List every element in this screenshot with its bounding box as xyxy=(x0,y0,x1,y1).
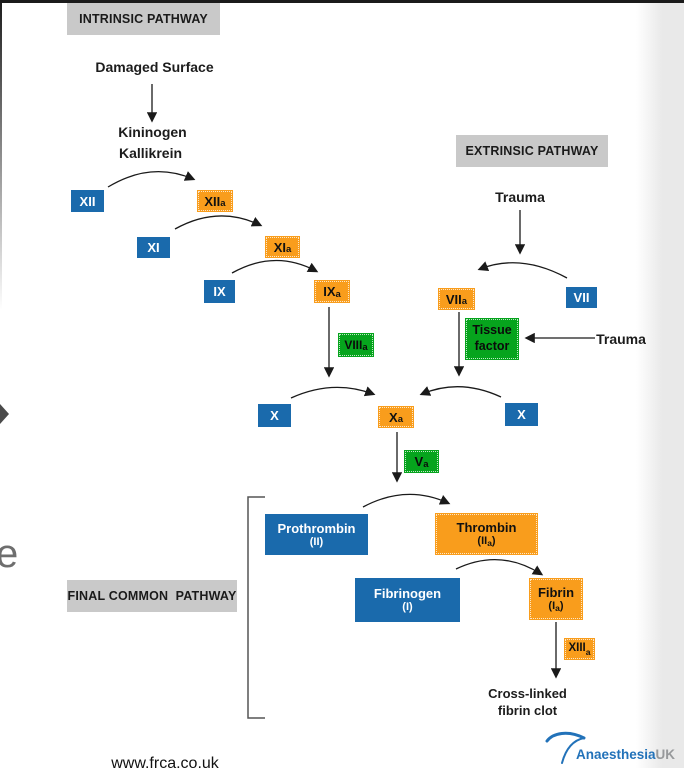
kininogen-label: Kininogen xyxy=(118,124,187,140)
numeral-open: (II xyxy=(477,535,488,547)
factor-box-ix: IX xyxy=(204,280,235,303)
numeral-subscript: a xyxy=(555,603,560,613)
factor-subscript: a xyxy=(461,296,468,308)
kallikrein-label: Kallikrein xyxy=(118,145,183,161)
factor-label: VII xyxy=(445,291,462,307)
factor-subscript: a xyxy=(397,414,403,426)
frca-site-url: www.frca.co.uk xyxy=(111,755,219,768)
factor-subscript: a xyxy=(585,646,591,657)
fibrin-name: Fibrin xyxy=(537,585,575,600)
numeral-close: ) xyxy=(559,600,564,612)
logo-suffix: UK xyxy=(655,747,676,762)
logo-brand: Anaesthesia xyxy=(576,747,656,762)
prothrombin-name: Prothrombin xyxy=(277,520,356,536)
edge-arrow-fragment-icon xyxy=(0,404,9,424)
numeral-close: ) xyxy=(491,535,496,547)
factor-subscript: a xyxy=(335,288,341,300)
factor-subscript: a xyxy=(423,458,429,470)
factor-box-xi: XI xyxy=(137,237,170,258)
prothrombin-box: Prothrombin (II) xyxy=(265,514,368,555)
arrow-x-left-to-xa xyxy=(290,386,376,399)
factor-label: V xyxy=(414,454,424,469)
arrow-ix-to-ixa xyxy=(231,259,319,274)
thrombin-numeral: (IIa) xyxy=(477,535,496,548)
factor-label: XI xyxy=(147,240,160,255)
damaged-surface-label: Damaged Surface xyxy=(95,59,214,75)
thrombin-box: Thrombin (IIa) xyxy=(435,513,538,555)
factor-subscript: a xyxy=(286,244,292,256)
factor-box-vii: VII xyxy=(566,287,597,308)
logo-swoosh-icon xyxy=(545,731,586,764)
crosslinked-line2: fibrin clot xyxy=(497,702,558,718)
numeral-open: (I xyxy=(548,600,556,612)
arrow-prothrombin-to-thrombin xyxy=(362,493,451,508)
tissue-factor-line1: Tissue xyxy=(472,323,512,338)
numeral-subscript: a xyxy=(487,538,492,548)
factor-label: X xyxy=(389,409,398,425)
final-common-pathway-header: FINAL COMMON PATHWAY xyxy=(67,580,237,612)
left-border-line xyxy=(0,0,2,310)
crosslinked-line1: Cross-linked xyxy=(488,686,567,701)
arrow-vii-to-viia xyxy=(477,261,568,279)
trauma-tissue-label: Trauma xyxy=(596,331,646,347)
prothrombin-numeral: (II) xyxy=(309,535,324,548)
factor-subscript: a xyxy=(220,198,226,210)
factor-label: XI xyxy=(273,239,286,255)
crosslinked-clot-label: Cross-linked fibrin clot xyxy=(470,686,585,720)
factor-label: IX xyxy=(213,284,226,299)
edge-letter-fragment: e xyxy=(0,532,19,576)
fibrinogen-name: Fibrinogen xyxy=(373,586,442,601)
factor-box-x-right: X xyxy=(505,403,538,426)
factor-label: IX xyxy=(323,284,336,299)
factor-label: VII xyxy=(573,290,590,305)
top-border-bar xyxy=(0,0,684,3)
fibrinogen-box: Fibrinogen (I) xyxy=(355,578,460,622)
factor-label: XII xyxy=(204,193,221,209)
fibrin-numeral: (Ia) xyxy=(548,600,564,613)
factor-box-xii: XII xyxy=(71,190,104,212)
tissue-factor-line2: factor xyxy=(474,339,510,353)
page-edge-shade xyxy=(636,0,684,768)
factor-label: X xyxy=(517,407,526,422)
anaesthesia-uk-logo: AnaesthesiaUK xyxy=(540,728,676,766)
logo-text: AnaesthesiaUK xyxy=(576,746,675,764)
factor-subscript: a xyxy=(362,342,368,354)
fibrinogen-numeral: (I) xyxy=(402,601,413,613)
trauma-extrinsic-label: Trauma xyxy=(495,189,545,205)
factor-label: XIII xyxy=(568,642,586,655)
thrombin-name: Thrombin xyxy=(456,520,517,535)
fibrin-box: Fibrin (Ia) xyxy=(529,578,583,620)
factor-label: VIII xyxy=(344,338,363,352)
final-common-pathway-bracket xyxy=(247,496,265,719)
arrow-x-right-to-xa xyxy=(419,386,502,398)
tissue-factor-box: Tissue factor xyxy=(465,318,519,360)
factor-label: X xyxy=(270,408,279,423)
arrow-fibrinogen-to-fibrin xyxy=(455,559,544,576)
arrow-kallikrein-to-xiia xyxy=(107,170,196,188)
arrow-xi-to-xia xyxy=(174,215,263,230)
factor-label: XII xyxy=(79,193,96,209)
extrinsic-pathway-header: EXTRINSIC PATHWAY xyxy=(456,135,608,167)
intrinsic-pathway-header: INTRINSIC PATHWAY xyxy=(67,3,220,35)
factor-box-x-left: X xyxy=(258,404,291,427)
